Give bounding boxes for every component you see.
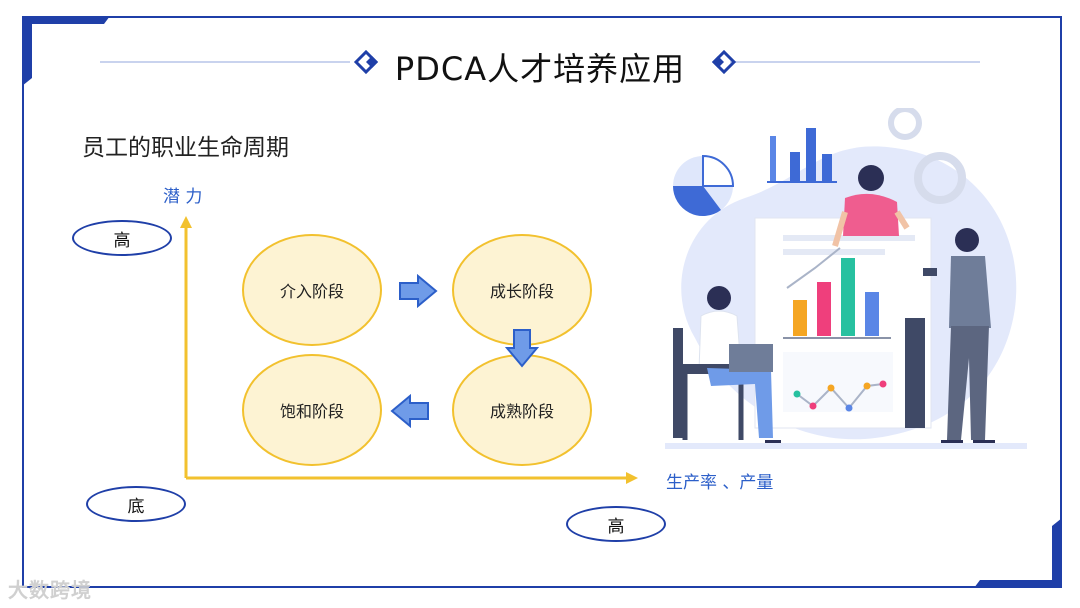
arrow-left-icon xyxy=(390,394,430,428)
y-axis-label: 潜 力 xyxy=(163,182,202,207)
stage-maturity: 成熟阶段 xyxy=(452,354,592,466)
x-axis-label: 生产率 、产量 xyxy=(666,468,773,493)
stage-entry: 介入阶段 xyxy=(242,234,382,346)
business-analytics-illustration xyxy=(655,108,1035,458)
watermark: 大数跨境 xyxy=(8,574,92,603)
arrow-right-icon xyxy=(398,274,438,308)
x-high-oval: 高 xyxy=(566,506,666,542)
origin-low-oval: 底 xyxy=(86,486,186,522)
page-title: PDCA人才培养应用 xyxy=(0,44,1080,90)
section-subtitle: 员工的职业生命周期 xyxy=(82,128,289,162)
arrow-down-icon xyxy=(505,328,539,368)
corner-accent-bottom-right xyxy=(972,518,1062,588)
stage-saturation: 饱和阶段 xyxy=(242,354,382,466)
y-high-oval: 高 xyxy=(72,220,172,256)
